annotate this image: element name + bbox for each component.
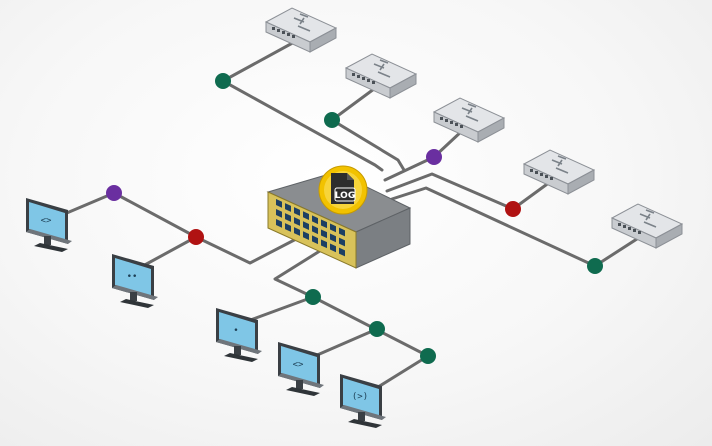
node-green[interactable] — [420, 348, 436, 364]
server-1[interactable] — [265, 7, 337, 53]
node-green[interactable] — [215, 73, 231, 89]
node-red[interactable] — [505, 201, 521, 217]
workstation-3[interactable]: • — [216, 308, 262, 362]
server-2[interactable] — [345, 53, 417, 99]
node-purple[interactable] — [106, 185, 122, 201]
server-4[interactable] — [523, 149, 595, 195]
server-5[interactable] — [611, 203, 683, 249]
workstation-2-screen-glyph: •• — [127, 272, 138, 282]
link-workstation-1 — [60, 191, 198, 239]
link-workstation-2 — [139, 235, 198, 269]
link-server-5 — [390, 186, 642, 268]
workstation-1-screen-glyph: <> — [41, 216, 52, 226]
server-3[interactable] — [433, 97, 505, 143]
link-workstation-3 — [243, 295, 315, 324]
workstation-4[interactable]: <> — [278, 342, 324, 396]
link-server-1 — [221, 38, 384, 172]
workstation-2[interactable]: •• — [112, 254, 158, 308]
link-left-trunk — [194, 234, 304, 265]
connector-nodes — [106, 73, 603, 364]
switch-ports — [276, 199, 345, 257]
node-red[interactable] — [188, 229, 204, 245]
log-badge-label: LOG — [335, 191, 355, 201]
link-server-4 — [385, 172, 552, 211]
node-purple[interactable] — [426, 149, 442, 165]
node-green[interactable] — [324, 112, 340, 128]
workstation-5-screen-glyph: (>) — [352, 392, 368, 402]
workstations: <> •• • <> (>) — [26, 198, 386, 428]
central-switch[interactable]: LOG — [266, 165, 412, 269]
node-green[interactable] — [587, 258, 603, 274]
workstation-5[interactable]: (>) — [340, 374, 386, 428]
log-document-icon: LOG — [331, 173, 356, 204]
link-server-3 — [383, 128, 465, 182]
workstation-3-screen-glyph: • — [233, 326, 238, 336]
log-badge: LOG — [318, 165, 368, 215]
workstation-4-screen-glyph: <> — [293, 360, 304, 370]
link-server-2 — [330, 84, 406, 172]
node-green[interactable] — [369, 321, 385, 337]
node-green[interactable] — [305, 289, 321, 305]
workstation-1[interactable]: <> — [26, 198, 72, 252]
